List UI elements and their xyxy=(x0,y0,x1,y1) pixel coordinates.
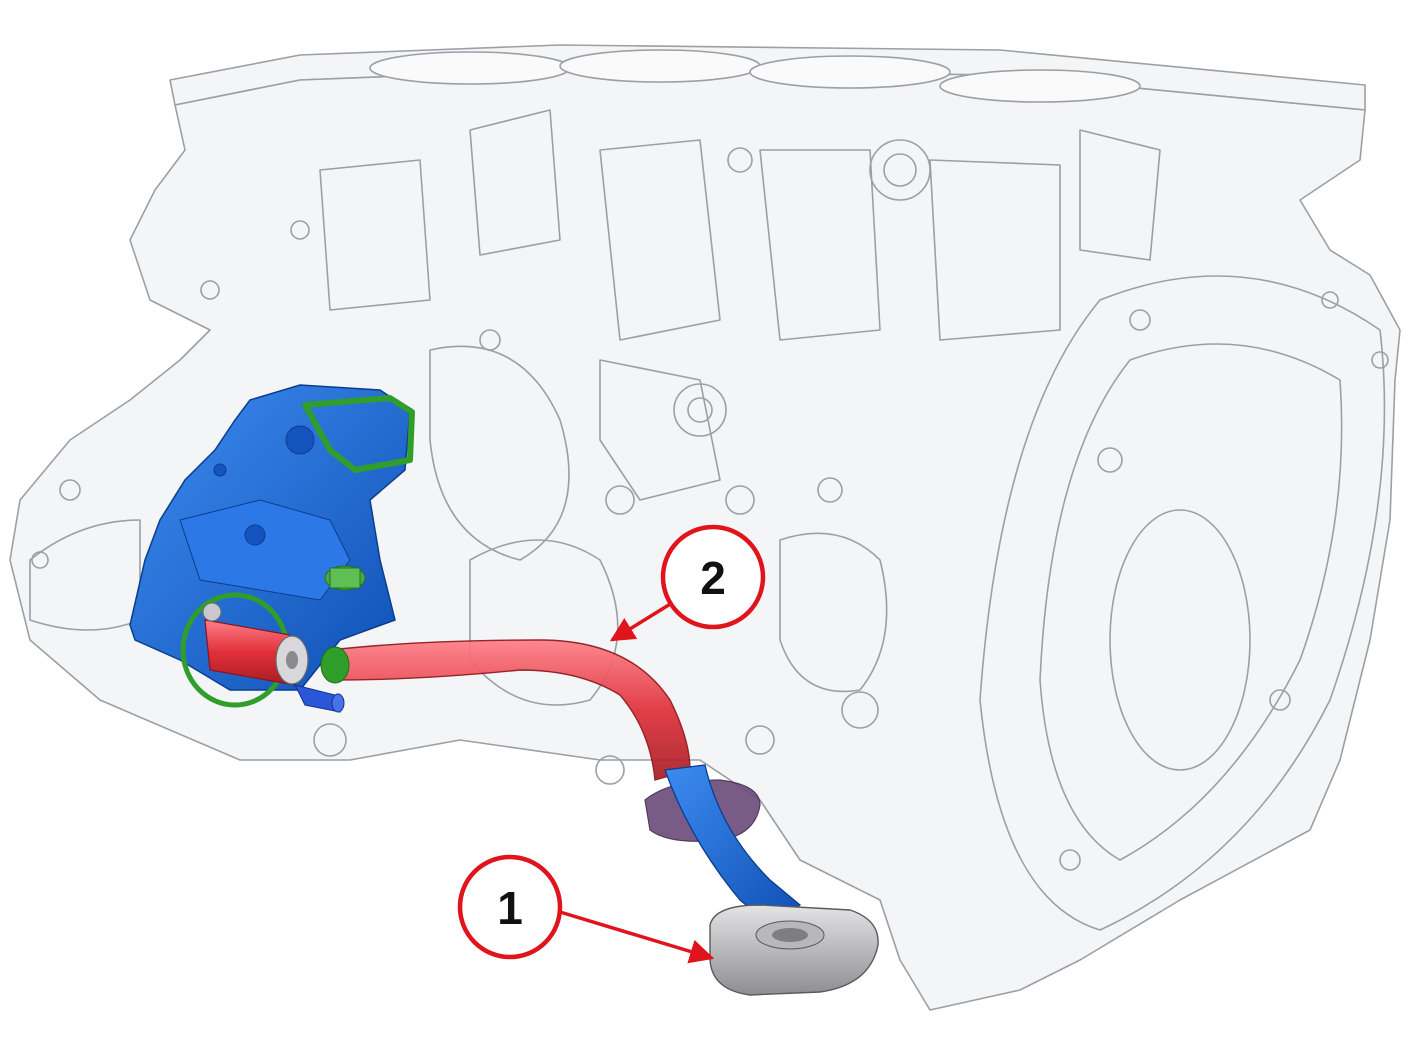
callout-2-leader xyxy=(609,596,681,642)
rear-flange xyxy=(979,275,1386,931)
cylinder-bore-3 xyxy=(749,55,951,89)
callout-circle-icon xyxy=(457,854,563,960)
cylinder-bore-4 xyxy=(939,69,1141,103)
callout-1-leader xyxy=(559,910,715,964)
callout-1-label: 1 xyxy=(497,882,523,934)
callout-circle-icon xyxy=(660,524,766,630)
oil-pump xyxy=(129,384,415,713)
callout-2-label: 2 xyxy=(700,552,726,604)
callout-1: 1 xyxy=(457,854,715,964)
callout-2: 2 xyxy=(609,524,766,642)
oil-strainer xyxy=(709,904,879,996)
pump-gasket-top xyxy=(302,395,415,473)
oil-pickup-pipe xyxy=(320,639,879,996)
cylinder-bore-2 xyxy=(559,49,761,83)
cylinder-bore-1 xyxy=(369,51,571,85)
